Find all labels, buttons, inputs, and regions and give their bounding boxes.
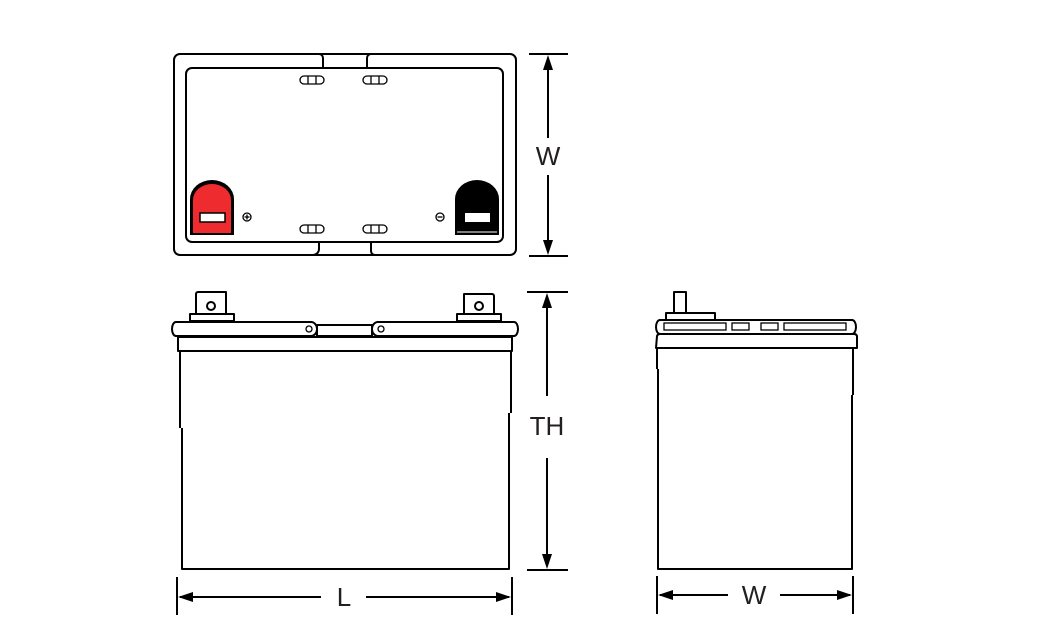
dimension-th (527, 291, 568, 571)
positive-terminal (190, 180, 234, 235)
dimension-w-horizontal (656, 576, 854, 614)
negative-terminal (455, 180, 499, 235)
front-view (171, 291, 519, 570)
top-view (173, 53, 517, 256)
dimension-l (176, 577, 513, 615)
label-w-top: W (533, 143, 563, 169)
positive-mark-icon (242, 212, 252, 222)
negative-mark-icon (435, 212, 445, 222)
label-th: TH (527, 413, 567, 439)
label-l: L (330, 584, 358, 610)
dimension-w-vertical (529, 53, 568, 257)
label-w-side: W (737, 582, 771, 608)
vent-slots (299, 75, 388, 234)
side-view (655, 291, 858, 570)
